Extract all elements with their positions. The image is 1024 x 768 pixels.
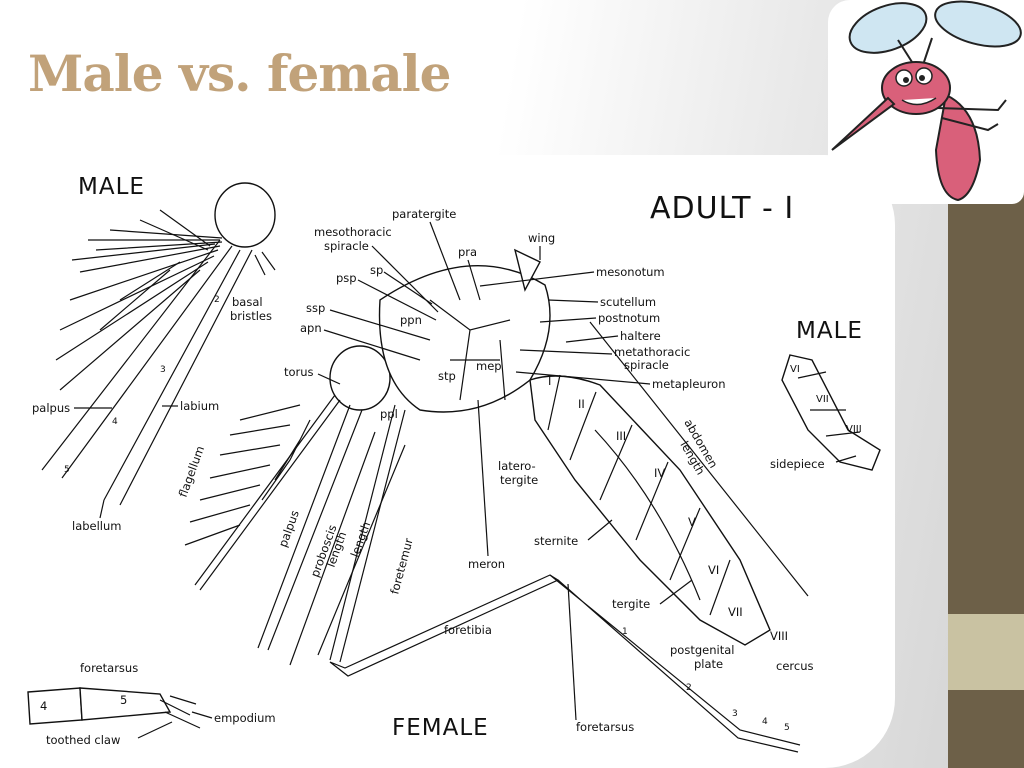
label-seg-V: V bbox=[688, 515, 696, 529]
label-mesothoracic-spiracle: spiracle bbox=[324, 239, 369, 253]
label-empodium: empodium bbox=[214, 711, 276, 725]
label-num-3: 3 bbox=[160, 365, 166, 375]
label-labium: labium bbox=[180, 399, 219, 413]
label-seg-III: III bbox=[616, 429, 626, 443]
header-female: FEMALE bbox=[392, 715, 489, 741]
label-seg-IV: IV bbox=[654, 466, 665, 480]
label-ft-4: 4 bbox=[762, 717, 768, 727]
male-terminalia-drawing bbox=[781, 354, 881, 471]
label-vii-male: VII bbox=[816, 394, 829, 405]
thorax-drawing bbox=[378, 248, 551, 413]
label-postnotum: postnotum bbox=[598, 311, 660, 325]
label-num-2: 2 bbox=[214, 295, 220, 305]
foretarsus-detail-drawing bbox=[27, 687, 201, 729]
label-viii-male: VIII bbox=[846, 424, 862, 435]
label-seg-VII: VII bbox=[728, 605, 743, 619]
header-male: MALE bbox=[78, 174, 145, 200]
mosquito-anatomy-diagram: MALE ADULT - I MALE FEMALE basal bristle… bbox=[27, 174, 881, 753]
label-meron: meron bbox=[468, 557, 505, 571]
header-adult: ADULT - I bbox=[650, 191, 794, 226]
label-mesonotum: mesonotum bbox=[596, 265, 665, 279]
label-ssp: ssp bbox=[306, 301, 325, 315]
label-basal-bristles-2: bristles bbox=[230, 309, 272, 323]
label-sternite: sternite bbox=[534, 534, 578, 548]
label-num-5: 5 bbox=[64, 465, 70, 475]
band-stripe bbox=[948, 614, 1024, 690]
label-ppn: ppn bbox=[400, 313, 422, 327]
label-mep: mep bbox=[476, 359, 502, 373]
label-ft-3: 3 bbox=[732, 709, 738, 719]
label-seg-II: II bbox=[578, 397, 585, 411]
label-viii: VIII bbox=[770, 629, 788, 643]
label-toothed-claw: toothed claw bbox=[46, 733, 120, 747]
label-mesothoracic: mesothoracic bbox=[314, 225, 392, 239]
label-sp: sp bbox=[370, 263, 383, 277]
label-ppl: ppl bbox=[380, 407, 398, 421]
label-labellum: labellum bbox=[72, 519, 122, 533]
mosquito-cartoon-card bbox=[828, 0, 1024, 204]
mosquito-cartoon bbox=[831, 0, 1022, 202]
header-male-right: MALE bbox=[796, 318, 863, 344]
label-basal-bristles-1: basal bbox=[232, 295, 263, 309]
label-postgenital: postgenital bbox=[670, 643, 734, 657]
label-apn: apn bbox=[300, 321, 322, 335]
label-foretarsus-top: foretarsus bbox=[80, 661, 138, 675]
label-seg-VI: VI bbox=[708, 563, 719, 577]
label-foretibia: foretibia bbox=[444, 623, 492, 637]
label-ft-5: 5 bbox=[784, 723, 790, 733]
label-tarsus-4: 4 bbox=[40, 699, 47, 713]
male-head-drawing bbox=[41, 182, 276, 506]
foreleg-drawing bbox=[329, 574, 801, 753]
label-pra: pra bbox=[458, 245, 477, 259]
label-foretemur: foretemur bbox=[387, 536, 415, 595]
label-stp: stp bbox=[438, 369, 456, 383]
label-metapleuron: metapleuron bbox=[652, 377, 726, 391]
label-tarsus-5: 5 bbox=[120, 693, 127, 707]
label-vi-male: VI bbox=[790, 364, 800, 375]
label-latero: latero- bbox=[498, 459, 536, 473]
label-scutellum: scutellum bbox=[600, 295, 656, 309]
label-wing: wing bbox=[528, 231, 555, 245]
label-metathoracic: metathoracic bbox=[614, 345, 690, 359]
abdomen-drawing bbox=[529, 374, 771, 646]
diagram-panel bbox=[0, 155, 895, 768]
label-psp: psp bbox=[336, 271, 357, 285]
label-latero-tergite: tergite bbox=[500, 473, 538, 487]
female-head-drawing bbox=[184, 345, 406, 663]
label-num-4: 4 bbox=[112, 417, 118, 427]
slide-title: Male vs. female bbox=[28, 44, 451, 103]
label-haltere: haltere bbox=[620, 329, 661, 343]
label-sidepiece: sidepiece bbox=[770, 457, 825, 471]
label-ft-2: 2 bbox=[686, 683, 692, 693]
label-postgenital-plate: plate bbox=[694, 657, 723, 671]
label-paratergite: paratergite bbox=[392, 207, 456, 221]
label-flagellum: flagellum bbox=[176, 444, 207, 499]
label-tergite: tergite bbox=[612, 597, 650, 611]
label-ft-1: 1 bbox=[622, 627, 628, 637]
label-foretarsus-bottom: foretarsus bbox=[576, 720, 634, 734]
label-torus: torus bbox=[284, 365, 314, 379]
label-metathoracic-spiracle: spiracle bbox=[624, 358, 669, 372]
label-palpus-male: palpus bbox=[32, 401, 70, 415]
label-seg-I: I bbox=[548, 374, 551, 388]
label-cercus: cercus bbox=[776, 659, 813, 673]
